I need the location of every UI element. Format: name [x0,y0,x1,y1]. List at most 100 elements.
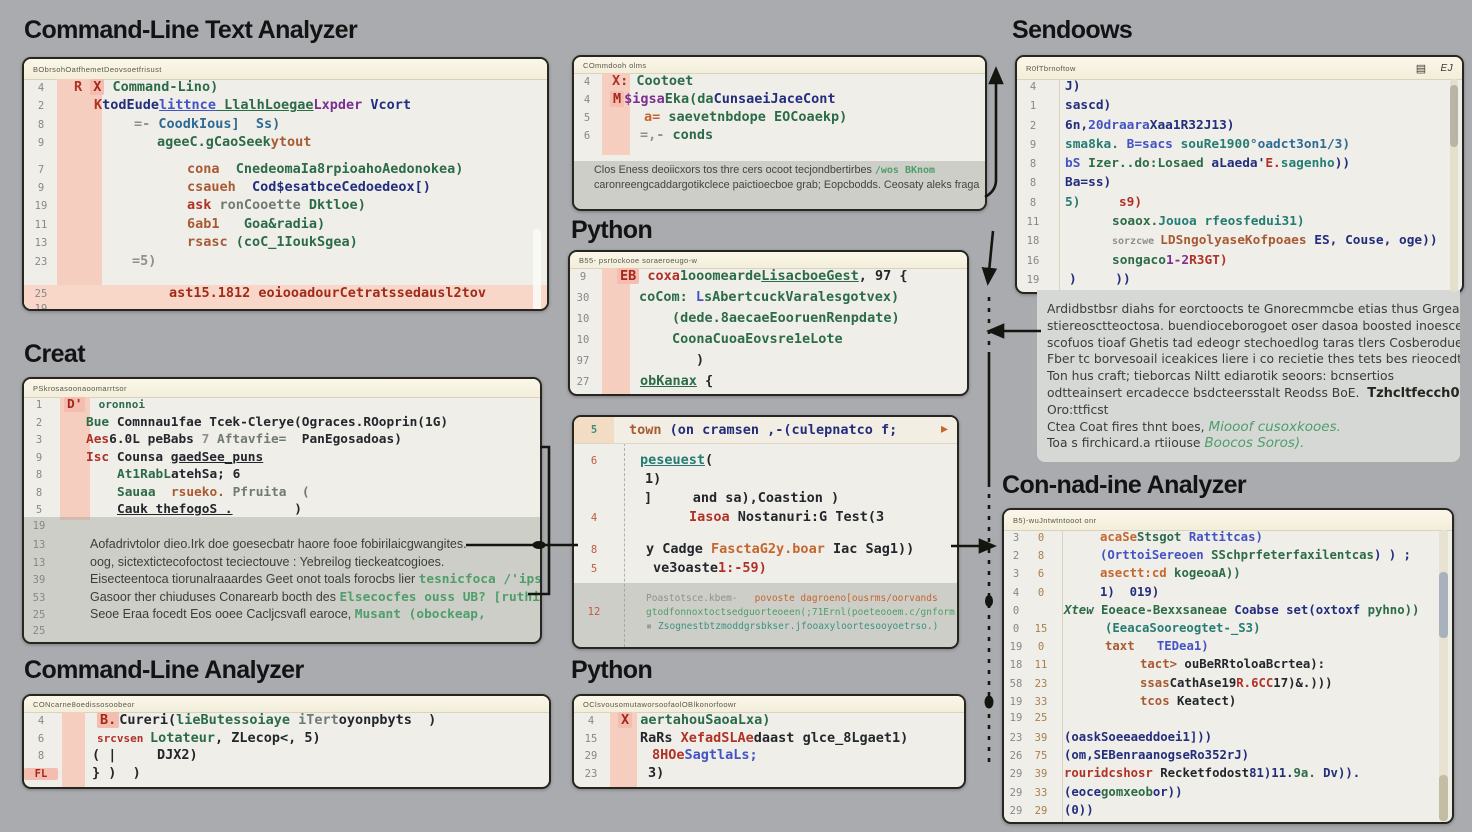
code-token: Aofadrivtolor dieo.Irk doe goesecbatr ha… [90,537,467,551]
code-text: M$igsaEka(daCunsaeiJaceCont [600,91,985,107]
code-token: (OrttoiSereoen [1100,548,1212,563]
code-text: X: Cootoet [600,73,985,89]
e7-badge-icon[interactable]: EJ [1440,62,1453,74]
code-token: )) [1334,156,1351,172]
code-token: , 97 { [858,268,908,284]
code-token: (oxtoxf [1308,602,1368,617]
line-number: 97 [576,355,590,367]
annotation-overlay [574,583,957,647]
code-text: acaSeStsgot Rattitcas) [1054,530,1452,544]
code-token: Fber tc borvesoail iceakices liere i co … [1047,352,1460,367]
code-token: 5) [1065,194,1081,210]
line-number-secondary: 15 [1034,622,1048,635]
code-token: Vcort [362,97,412,114]
scrollbar-thumb[interactable] [1439,572,1448,638]
code-line: Clos Eness deoiicxors tos thre cers ocoo… [574,161,985,176]
code-text: =5) [58,253,547,269]
code-text: oog, sictextictecofoctost teciectouve : … [54,555,540,570]
line-number-secondary: 6 [1037,568,1045,581]
code-token: Iac [832,541,866,557]
code-text: (dede.8aecaeEooruenRenpdate) [596,310,967,326]
table-icon[interactable]: ▤ [1415,62,1427,75]
code-token: R.6CC [1236,675,1274,690]
line-number: 8 [37,118,45,131]
code-token: ssas [1140,675,1170,690]
code-token: ve3oaste [653,560,719,576]
code-token: Oro:ttficst [1047,402,1109,417]
section-title-python-1: Python [571,216,653,244]
line-number: 4 [587,715,595,727]
code-text: cona CnedeomaIa8rpioahoAedonokea) [58,161,547,177]
editor-tab-title: OClsvousomutaworsoofaolOBlkonorfoowr [583,699,737,709]
code-text: obKanax { [596,373,967,389]
run-icon[interactable]: ▸ [940,421,948,437]
code-token: Miooof cusoxkooes. [1208,418,1341,435]
editor-tab-title: B55- psrtockooe soraeroeugo-w [579,255,698,265]
code-line: 19 [24,520,540,538]
line-number: 4 [1029,81,1037,93]
code-token: aLaeda' [1211,156,1266,172]
code-token: kogeoaA)) [1174,566,1241,581]
code-text: ) [596,352,967,368]
line-number: 3 [1012,532,1020,544]
line-number: 0 [1012,622,1020,635]
code-token: atehSa; 6 [170,467,241,482]
code-text: Aofadrivtolor dieo.Irk doe goesecbatr ha… [54,537,540,552]
line-number: 12 [587,606,601,618]
line-number-secondary: 33 [1034,695,1048,708]
code-token: sorzcwe [1112,236,1161,248]
line-number-secondary: 23 [1034,677,1048,690]
code-token: obKanax [640,373,697,389]
line-number: 4 [583,76,591,88]
code-token: Boocos Soros). [1204,435,1305,452]
code-token: SSchprfeterfaxilentcas [1211,548,1374,563]
code-token: coxa [647,268,680,284]
code-token: CnedeomaIa8rpioahoAedonokea) [235,160,464,177]
code-line: caronreengcaddargotikclece paictioecboe … [574,176,985,191]
code-token: 1) 019) [1100,584,1160,599]
editor-tab-title: COmmdooh olms [583,60,647,70]
code-text: (om,SEBenraanogseRo352rJ) [1054,748,1452,762]
section-title-command-line-text-analyzer: Command-Line Text Analyzer [24,16,358,44]
code-token: X [618,712,633,728]
code-token: ast15.1812 eoiooadourCetratssedausl2tov [169,284,486,301]
line-number: 10 [576,334,590,346]
code-token: At1RabL [117,467,171,482]
code-line: Fber tc borvesoail iceakices liere i co … [1037,351,1460,368]
scrollbar-thumb-lower[interactable] [1439,775,1448,821]
code-text: town (on cramsen ,-(culepnatco f; [614,422,957,438]
code-text: Fber tc borvesoail iceakices liere i co … [1037,351,1460,367]
code-token: Sauaa [117,484,171,500]
code-token: acaSe [1100,530,1138,544]
line-number: 5 [574,417,614,443]
scrollbar-thumb[interactable] [1450,85,1458,147]
code-token: 1:-59) [718,560,767,576]
line-number: 19 [32,519,46,532]
code-text: (0)) [1054,803,1452,817]
code-text: Xtew Eoeace-Bexxsaneae Coabse set(oxtoxf… [1054,603,1452,617]
code-token: Nostanuri:G [737,509,836,525]
code-text: B.Cureri(lieButessoiaye iTertoyonpbyts ) [58,712,549,728]
code-token: Ardidbstbsr diahs for eorctoocts te Gnor… [1047,302,1460,316]
code-text: srcvsen Lotateur, ZLecop<, 5) [58,730,549,746]
code-token: 8HOe [652,747,685,763]
line-number: 4 [583,94,591,106]
scrollbar-thumb[interactable] [533,229,541,309]
code-token: (eoce [1064,784,1102,799]
line-number: 18 [1009,659,1023,672]
